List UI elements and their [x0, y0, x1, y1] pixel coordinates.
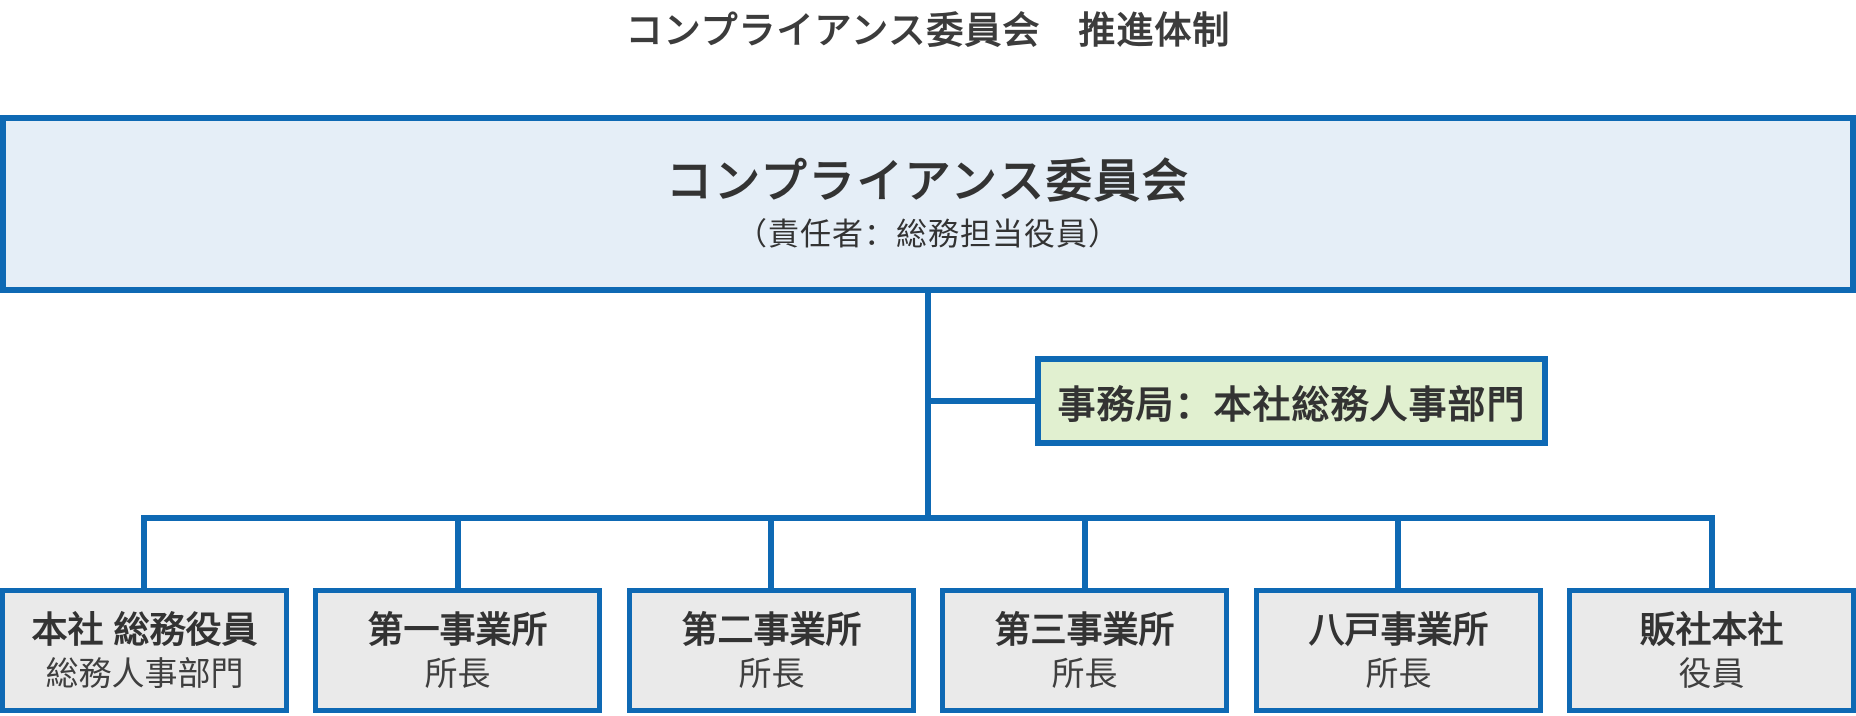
connector-unit-drop-4 [1082, 518, 1088, 590]
org-unit-box-hachinohe: 八戸事業所 所長 [1254, 588, 1543, 713]
org-unit-box-daini: 第二事業所 所長 [627, 588, 916, 713]
connector-distribution-horizontal [141, 515, 1715, 521]
unit-role: 総務人事部門 [45, 654, 244, 692]
unit-name: 販社本社 [1639, 608, 1784, 650]
unit-role: 役員 [1678, 654, 1745, 692]
unit-name: 第三事業所 [994, 608, 1175, 650]
committee-subtitle: （責任者：総務担当役員） [736, 216, 1120, 252]
committee-name: コンプライアンス委員会 [666, 154, 1190, 207]
connector-unit-drop-3 [768, 518, 774, 590]
connector-secretariat-branch [928, 398, 1038, 404]
org-unit-box-honsha-somu: 本社 総務役員 総務人事部門 [0, 588, 289, 713]
unit-name: 第一事業所 [367, 608, 548, 650]
org-unit-box-daiichi: 第一事業所 所長 [313, 588, 602, 713]
page-title: コンプライアンス委員会 推進体制 [625, 10, 1231, 51]
unit-name: 第二事業所 [681, 608, 862, 650]
connector-unit-drop-1 [141, 518, 147, 590]
unit-name: 八戸事業所 [1308, 608, 1489, 650]
secretariat-label: 事務局：本社総務人事部門 [1057, 384, 1526, 427]
unit-role: 所長 [738, 654, 805, 692]
org-unit-box-hansha-honsha: 販社本社 役員 [1567, 588, 1856, 713]
unit-role: 所長 [1365, 654, 1432, 692]
secretariat-box: 事務局：本社総務人事部門 [1035, 356, 1548, 446]
unit-role: 所長 [1051, 654, 1118, 692]
connector-unit-drop-6 [1709, 518, 1715, 590]
connector-unit-drop-2 [455, 518, 461, 590]
connector-unit-drop-5 [1395, 518, 1401, 590]
committee-box: コンプライアンス委員会 （責任者：総務担当役員） [0, 115, 1856, 293]
connector-main-vertical [925, 290, 931, 521]
org-unit-box-daisan: 第三事業所 所長 [940, 588, 1229, 713]
unit-role: 所長 [424, 654, 491, 692]
unit-name: 本社 総務役員 [31, 608, 258, 650]
